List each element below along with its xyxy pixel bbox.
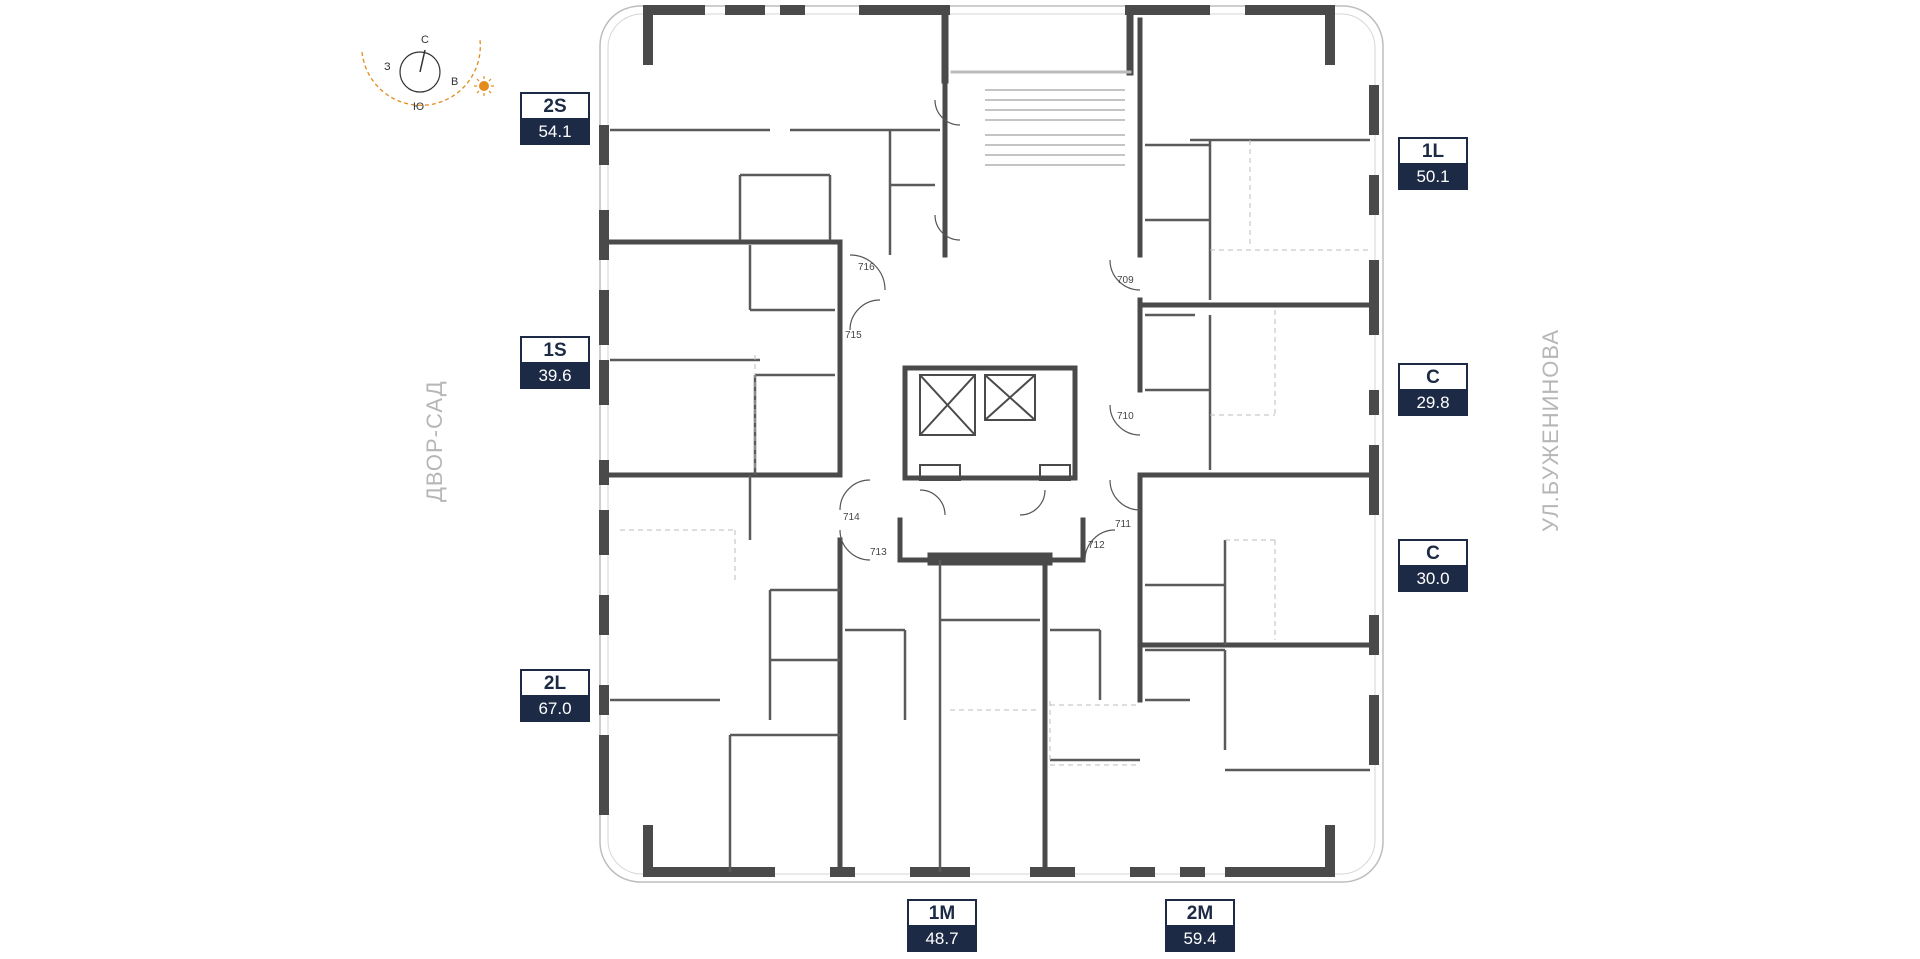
stairs — [985, 89, 1125, 166]
walls — [599, 5, 1379, 877]
apartment-type: 2L — [520, 669, 590, 695]
sun-rays-icon — [474, 76, 494, 96]
apartment-type: C — [1398, 539, 1468, 565]
apartment-type: 1L — [1398, 137, 1468, 163]
compass: С Ю З В — [361, 34, 494, 113]
door-number-714: 714 — [843, 512, 860, 523]
compass-north: С — [421, 34, 429, 46]
apartment-type: 2M — [1165, 899, 1235, 925]
door-number-716: 716 — [858, 262, 875, 273]
apartment-1m[interactable]: 1M 48.7 — [907, 899, 977, 952]
apartment-1s[interactable]: 1S 39.6 — [520, 336, 590, 389]
door-number-713: 713 — [870, 547, 887, 558]
apartment-area: 54.1 — [520, 118, 590, 145]
apartment-area: 30.0 — [1398, 565, 1468, 592]
door-number-710: 710 — [1117, 411, 1134, 422]
apartment-area: 29.8 — [1398, 389, 1468, 416]
door-number-712: 712 — [1088, 540, 1105, 551]
door-swings — [839, 99, 1141, 561]
apartment-2m[interactable]: 2M 59.4 — [1165, 899, 1235, 952]
street-label-left: ДВОР-САД — [422, 380, 447, 502]
compass-needle — [419, 49, 426, 73]
apartment-2s[interactable]: 2S 54.1 — [520, 92, 590, 145]
door-number-715: 715 — [845, 330, 862, 341]
compass-west: З — [384, 61, 391, 73]
interior-partitions — [610, 128, 1370, 872]
apartment-1l[interactable]: 1L 50.1 — [1398, 137, 1468, 190]
apartment-type: 2S — [520, 92, 590, 118]
apartment-type: 1S — [520, 336, 590, 362]
balcony-frame — [607, 13, 1376, 875]
apartment-2l[interactable]: 2L 67.0 — [520, 669, 590, 722]
compass-south: Ю — [413, 101, 424, 113]
sun-icon — [479, 81, 489, 91]
elevators — [919, 374, 1071, 481]
door-number-711: 711 — [1115, 519, 1131, 530]
apartment-type: C — [1398, 363, 1468, 389]
compass-east: В — [451, 76, 458, 88]
apartment-c-upper[interactable]: C 29.8 — [1398, 363, 1468, 416]
apartment-area: 48.7 — [907, 925, 977, 952]
door-number-709: 709 — [1117, 275, 1134, 286]
street-label-right: УЛ.БУЖЕНИНОВА — [1538, 328, 1563, 532]
apartment-c-lower[interactable]: C 30.0 — [1398, 539, 1468, 592]
apartment-area: 39.6 — [520, 362, 590, 389]
apartment-area: 50.1 — [1398, 163, 1468, 190]
apartment-area: 67.0 — [520, 695, 590, 722]
apartment-area: 59.4 — [1165, 925, 1235, 952]
building-outline — [599, 5, 1384, 883]
apartment-type: 1M — [907, 899, 977, 925]
dashed-zones — [620, 140, 1370, 766]
